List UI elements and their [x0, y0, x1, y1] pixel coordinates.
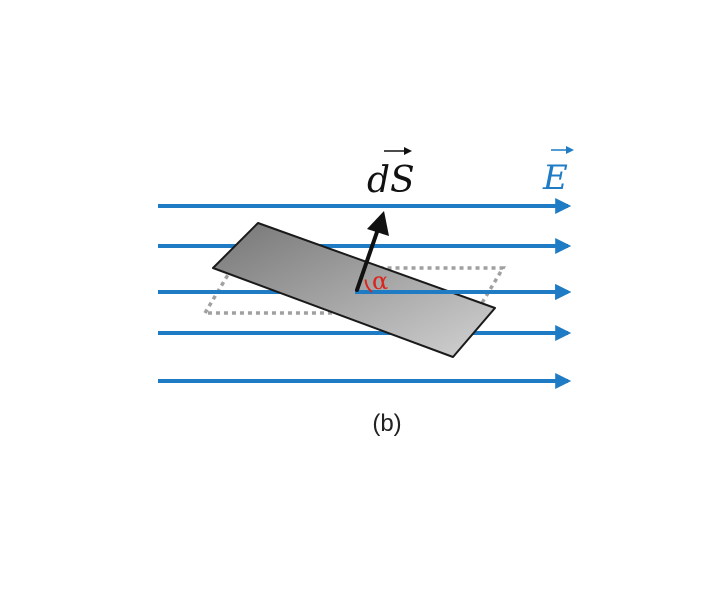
surface-vector-overarrow-head — [404, 147, 412, 155]
surface-vector-arrowhead — [367, 211, 389, 236]
figure-caption: (b) — [372, 410, 401, 437]
angle-label: α — [372, 267, 388, 295]
angle-arc — [364, 279, 373, 293]
field-overarrow-head — [566, 146, 574, 154]
tilted-surface-plate — [212, 222, 496, 358]
field-label: E — [542, 158, 568, 198]
surface-vector-shaft — [355, 230, 379, 292]
surface-vector-label: dS — [367, 160, 415, 201]
